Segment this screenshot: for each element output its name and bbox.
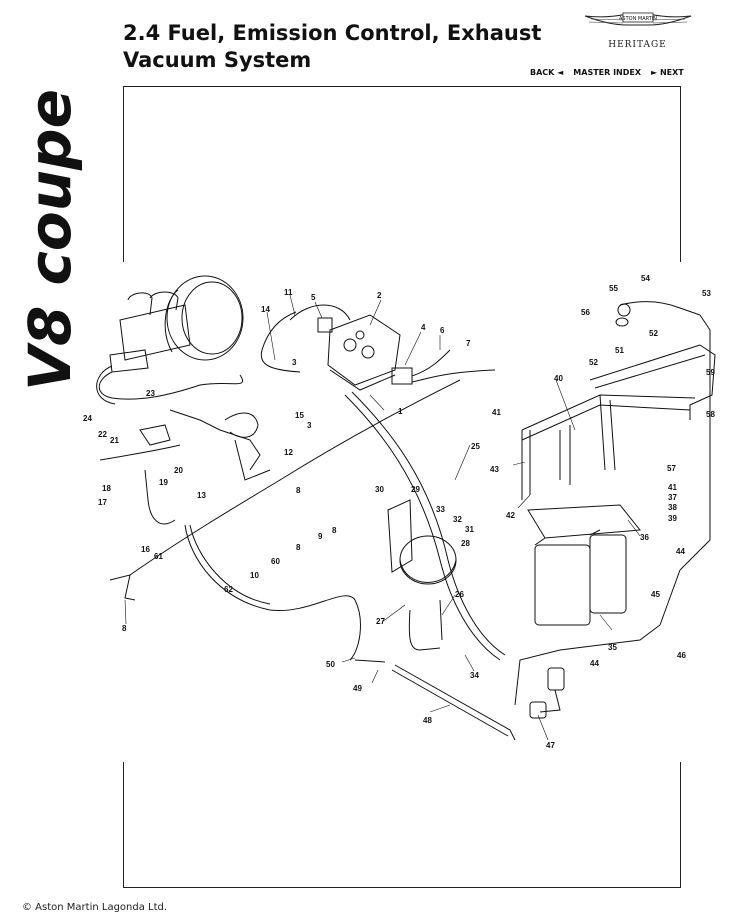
callout-59: 59 [706,368,715,377]
page-nav: BACK ◄ MASTER INDEX ► NEXT [530,68,690,77]
next-link[interactable]: ► NEXT [651,68,684,77]
brand-logo-text: ASTON MARTIN [618,16,656,22]
callout-53: 53 [702,289,711,298]
brand-block: ASTON MARTIN HERITAGE [575,8,700,50]
aston-martin-wings-logo: ASTON MARTIN [584,12,691,26]
page-title: 2.4 Fuel, Emission Control, Exhaust Vacu… [123,20,541,74]
heritage-label: HERITAGE [608,40,667,50]
back-link[interactable]: BACK ◄ [530,68,564,77]
callout-17: 17 [98,498,107,507]
pipe-44-right [699,314,711,551]
diagram-frame [123,86,681,888]
side-logo-text: V8 coupe [16,89,84,391]
callout-22: 22 [98,430,107,439]
callout-58: 58 [706,410,715,419]
v8-coupe-side-logo: V8 coupe [16,89,84,391]
callout-21: 21 [110,436,119,445]
title-line-2: Vacuum System [123,48,312,72]
callout-18: 18 [102,484,111,493]
callout-24: 24 [83,414,92,423]
pipe-59 [689,344,716,420]
title-line-1: 2.4 Fuel, Emission Control, Exhaust [123,21,542,45]
master-index-link[interactable]: MASTER INDEX [573,68,642,77]
copyright-notice: © Aston Martin Lagonda Ltd. [22,902,168,913]
